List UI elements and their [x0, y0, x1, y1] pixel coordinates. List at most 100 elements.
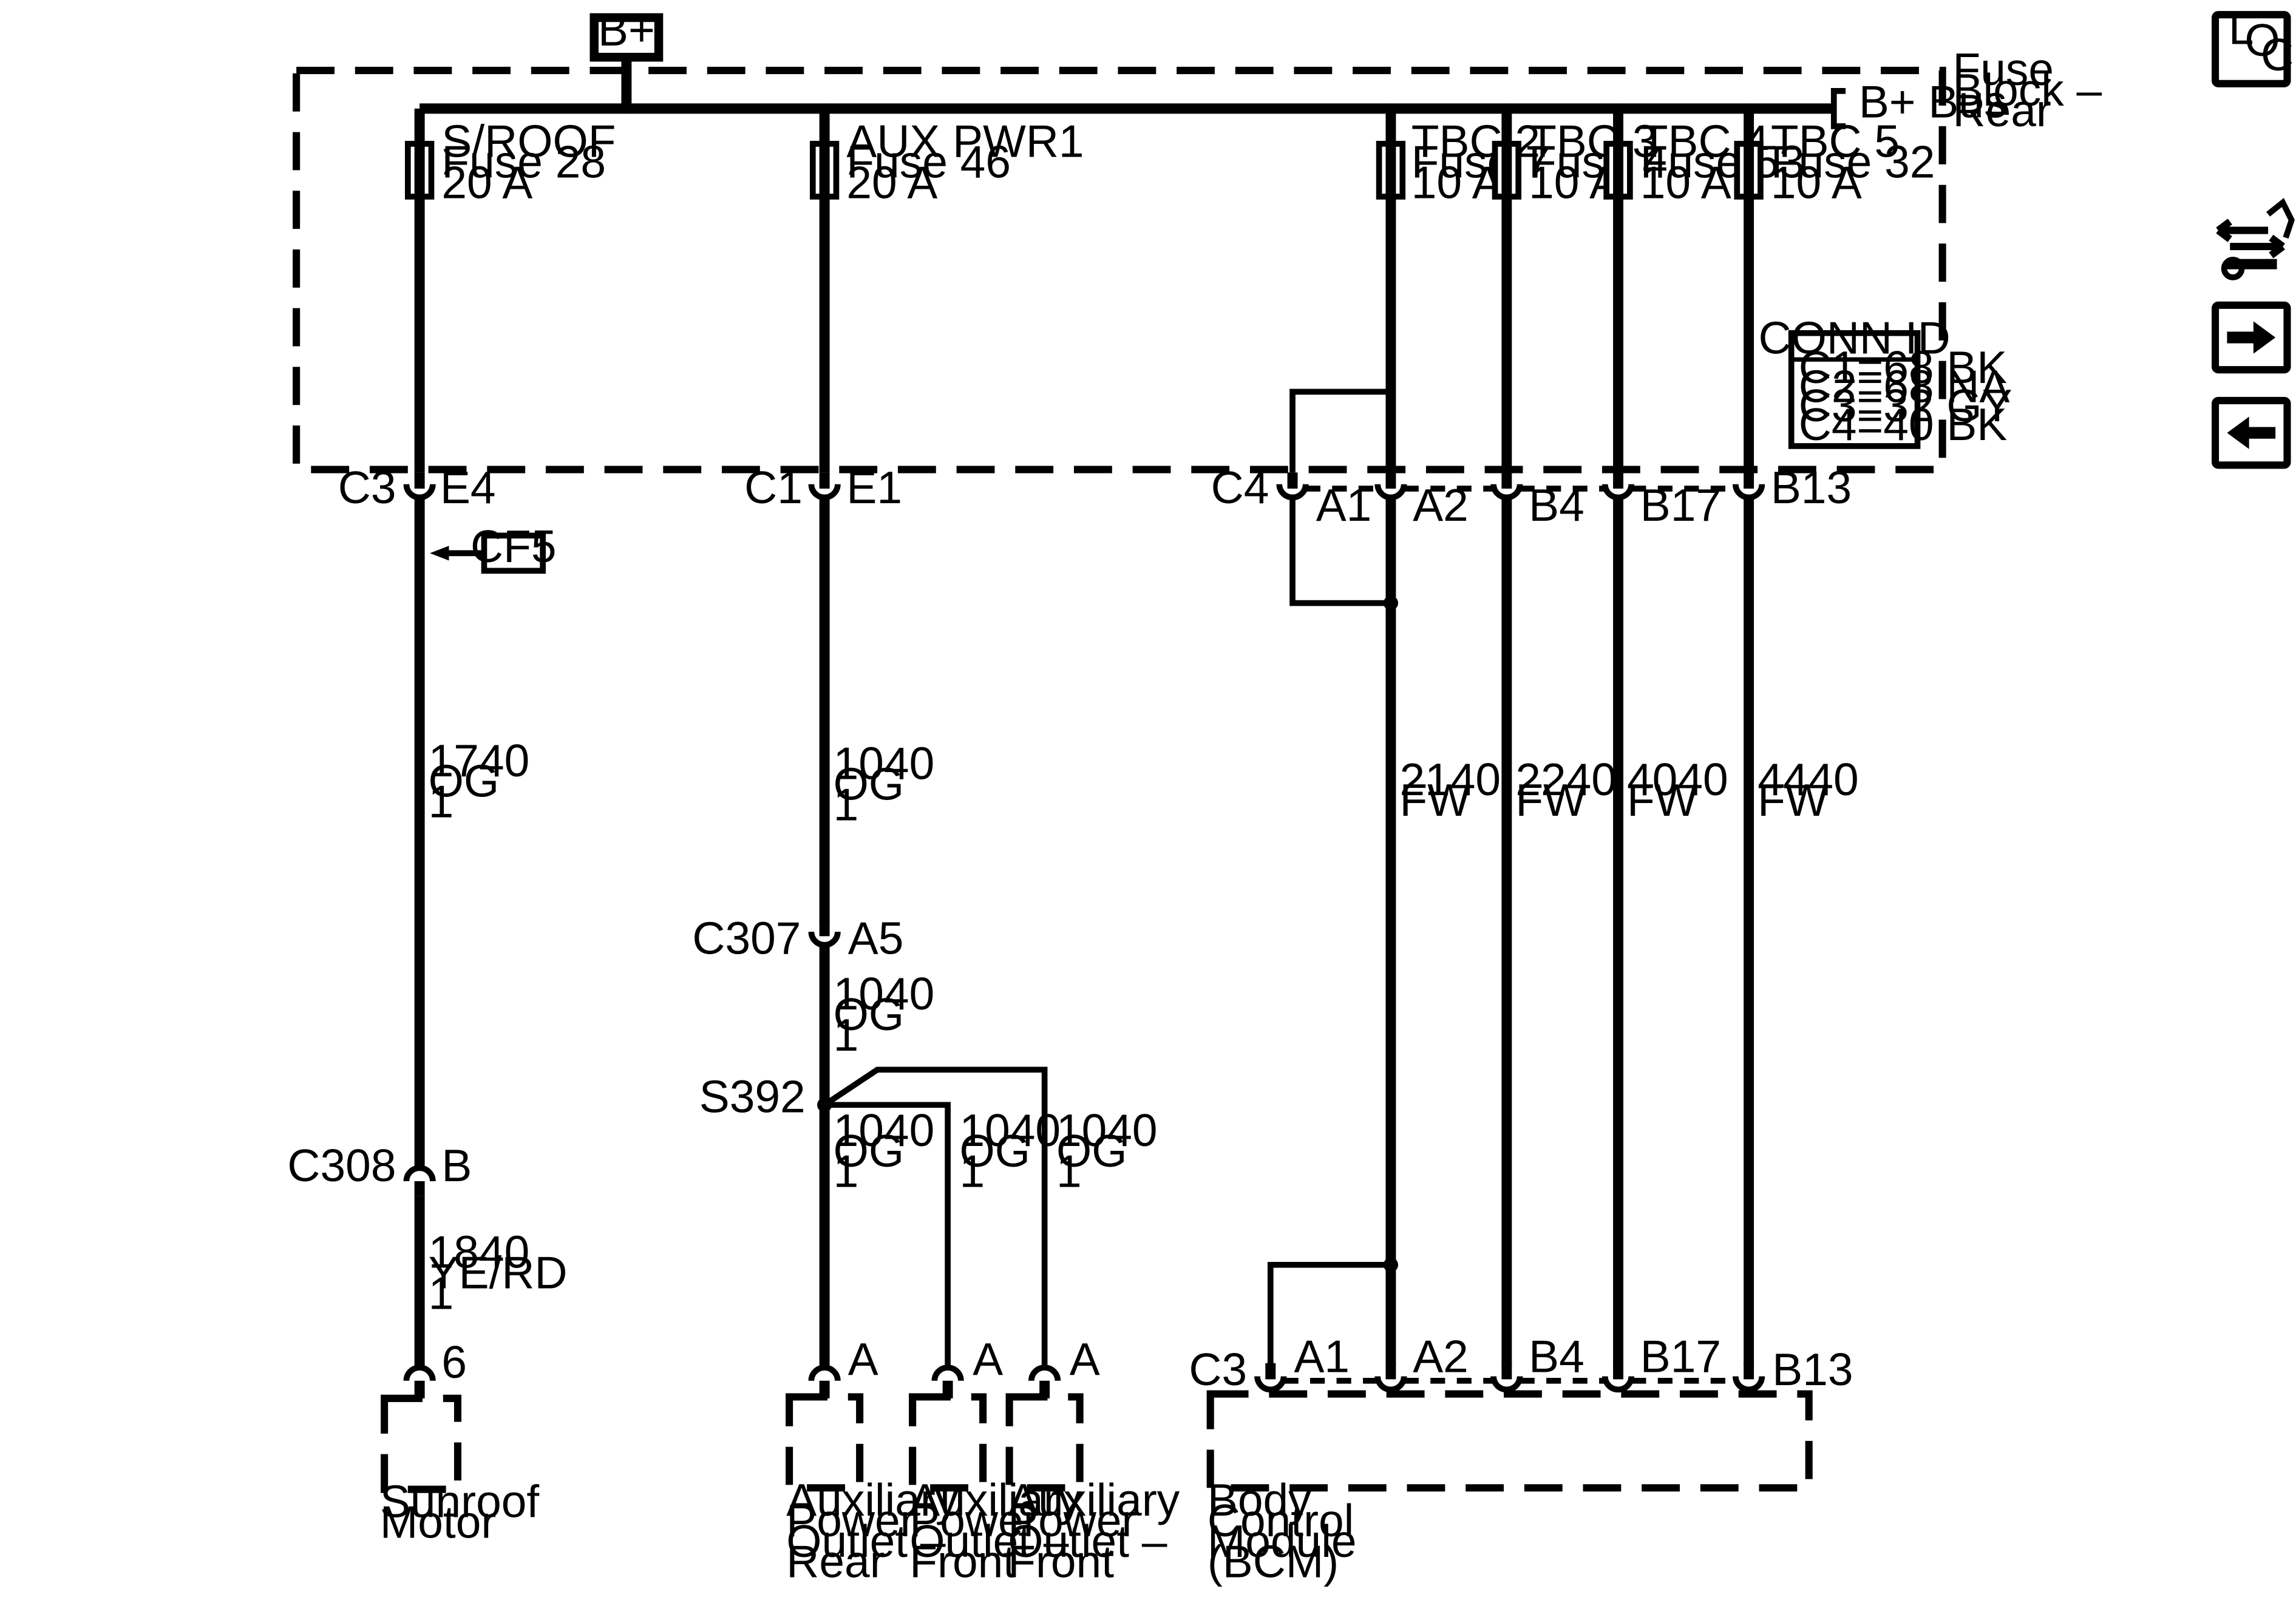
svg-text:C4: C4: [1211, 462, 1269, 513]
splice-dot: [1383, 1257, 1399, 1272]
svg-text:Body: Body: [1207, 1474, 1311, 1525]
sunroof-motor-box: [381, 1394, 462, 1493]
svg-text:Block –: Block –: [1953, 64, 2102, 115]
jumper-a1-external: [1289, 498, 1391, 606]
svg-text:Auxiliary: Auxiliary: [909, 1474, 1082, 1525]
splice-dot: [1386, 387, 1396, 396]
svg-text:A: A: [973, 1334, 1003, 1385]
wire-s392-front1: [824, 1102, 951, 1366]
apo-front1-box: [909, 1393, 987, 1492]
svg-text:Power: Power: [1008, 1495, 1136, 1546]
svg-text:20 A: 20 A: [441, 157, 532, 208]
svg-text:1040: 1040: [834, 1105, 935, 1156]
svg-text:C1: C1: [744, 462, 803, 513]
next-page-button[interactable]: [2212, 301, 2291, 374]
wire-label-1840: 1840 YE/RD 1: [429, 1227, 568, 1319]
svg-text:AUX PWR1: AUX PWR1: [846, 116, 1084, 167]
svg-text:1: 1: [1056, 1146, 1082, 1197]
loc-button[interactable]: L O C: [2212, 3, 2294, 87]
svg-text:YE/RD: YE/RD: [429, 1247, 568, 1298]
arrow-right-icon: [2227, 321, 2276, 354]
svg-text:(BCM): (BCM): [1207, 1536, 1339, 1587]
svg-text:Fuse 7: Fuse 7: [1411, 136, 1550, 187]
svg-text:Fuse 28: Fuse 28: [441, 136, 606, 187]
svg-text:C: C: [2261, 29, 2294, 80]
svg-text:B: B: [441, 1140, 472, 1191]
ref-cf5[interactable]: CF5: [430, 521, 557, 574]
svg-text:20 A: 20 A: [846, 157, 937, 208]
svg-text:Fuse: Fuse: [1953, 44, 2054, 95]
svg-text:2240: 2240: [1515, 754, 1617, 805]
svg-text:CONN ID: CONN ID: [1758, 313, 1950, 364]
svg-text:1040: 1040: [834, 968, 935, 1019]
svg-text:CF5: CF5: [470, 521, 556, 572]
svg-text:TBC 3: TBC 3: [1529, 116, 1657, 167]
svg-text:Power: Power: [786, 1495, 915, 1546]
wire-label-2140: 2140 FW: [1399, 754, 1501, 825]
svg-text:B13: B13: [1772, 1344, 1853, 1395]
svg-text:FW: FW: [1627, 775, 1698, 825]
svg-text:OG: OG: [429, 756, 500, 807]
connector-sunroof-pin6: 6: [403, 1337, 467, 1398]
fuse-block-boundary: [293, 66, 1946, 473]
svg-text:O: O: [2244, 15, 2280, 66]
bplus-bus-label: B+ Bus: [1859, 76, 2007, 127]
fuse-aux-pwr1: AUX PWR1 Fuse 46 20 A: [809, 116, 1084, 208]
sunroof-motor-label: Sunroof Motor: [380, 1476, 539, 1548]
prev-page-button[interactable]: [2212, 396, 2291, 469]
svg-text:B13: B13: [1771, 462, 1852, 513]
conn-id-table: CONN ID C1=68 BK C2=68 NA C3=32 GY C4=40…: [1758, 313, 2012, 450]
svg-text:10 A: 10 A: [1411, 157, 1503, 208]
svg-text:Front: Front: [1008, 1536, 1114, 1587]
wire-label-1040-rear: 1040 OG 1: [834, 1105, 935, 1197]
svg-text:Power: Power: [909, 1495, 1038, 1546]
svg-text:E4: E4: [440, 462, 496, 513]
svg-text:Outlet –: Outlet –: [1008, 1516, 1167, 1567]
svg-text:1: 1: [834, 779, 859, 830]
svg-text:4440: 4440: [1758, 754, 1859, 805]
svg-text:Fuse 32: Fuse 32: [1771, 136, 1935, 187]
wrench-arrows-icon[interactable]: [2216, 198, 2295, 280]
svg-text:A2: A2: [1413, 1331, 1469, 1381]
jumper-a1-internal: [1289, 388, 1391, 473]
connector-c3-e4: C3 E4: [338, 462, 496, 513]
svg-text:Rear: Rear: [1953, 85, 2051, 136]
svg-text:Sunroof: Sunroof: [380, 1476, 539, 1527]
svg-text:C308: C308: [287, 1140, 396, 1191]
svg-text:B17: B17: [1640, 1331, 1721, 1381]
connector-c4: C4 A1 A2 B4 B17 B13: [1211, 462, 1852, 531]
svg-text:Fuse 53: Fuse 53: [1640, 136, 1805, 187]
svg-text:Fuse 46: Fuse 46: [846, 136, 1011, 187]
fuse-block-label: Fuse Block – Rear: [1953, 44, 2102, 136]
svg-text:B4: B4: [1529, 480, 1584, 531]
svg-text:S/ROOF: S/ROOF: [441, 116, 616, 167]
svg-text:Front: Front: [909, 1536, 1016, 1587]
fuse-tbc3: TBC 3 Fuse 4 10 A: [1492, 116, 1668, 208]
svg-text:B4: B4: [1529, 1331, 1584, 1381]
svg-text:L: L: [2229, 3, 2254, 54]
svg-text:10 A: 10 A: [1640, 157, 1731, 208]
wire-label-1740: 1740 OG 1: [429, 735, 530, 827]
splice-s392-label: S392: [699, 1071, 806, 1122]
svg-text:10 A: 10 A: [1771, 157, 1862, 208]
svg-text:A2: A2: [1413, 480, 1469, 531]
bcm-label: Body Control Module (BCM): [1207, 1474, 1357, 1587]
svg-text:OG: OG: [1056, 1125, 1127, 1176]
fuse-tbc5: TBC 5 Fuse 32 10 A: [1734, 116, 1935, 208]
svg-text:C3: C3: [338, 462, 396, 513]
svg-text:6: 6: [441, 1337, 467, 1388]
svg-text:1840: 1840: [429, 1227, 530, 1278]
svg-text:C4=40 BK: C4=40 BK: [1799, 399, 2008, 450]
wire-label-1040-b: 1040 OG 1: [834, 968, 935, 1060]
svg-text:Auxiliary: Auxiliary: [1008, 1474, 1180, 1525]
apo-front2-label: Auxiliary Power Outlet – Front: [1008, 1474, 1180, 1587]
jumper-bcm-a1: [1267, 1261, 1391, 1366]
svg-text:Module: Module: [1207, 1516, 1357, 1567]
wire-s392-front2: [823, 1066, 1048, 1366]
svg-text:FW: FW: [1515, 775, 1586, 825]
svg-text:OG: OG: [959, 1125, 1030, 1176]
connector-bcm-c3: C3 A1 A2 B4 B17 B13: [1189, 1331, 1853, 1395]
svg-text:B17: B17: [1640, 480, 1721, 531]
svg-text:A: A: [848, 1334, 878, 1385]
svg-text:Outlet –: Outlet –: [909, 1516, 1069, 1567]
